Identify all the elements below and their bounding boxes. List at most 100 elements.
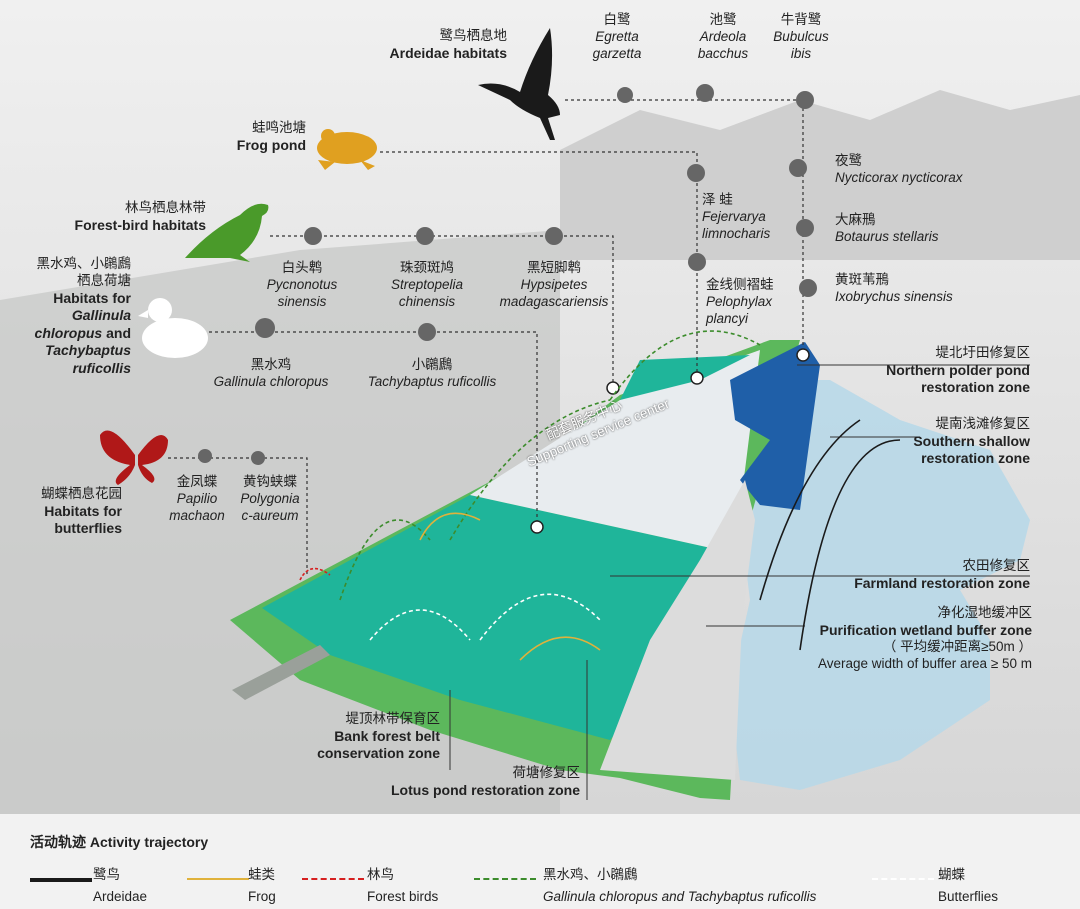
trajectory-gallinula-1	[339, 519, 431, 601]
southern-cn: 堤南浅滩修复区	[935, 416, 1031, 431]
species-polygonia: 黄钩蛱蝶 Polygonia c-aureum	[240, 474, 299, 525]
frog-pond	[620, 355, 750, 400]
fejervarya-l1: Fejervarya	[702, 208, 766, 224]
bubulcus-l1: Bubulcus	[773, 28, 829, 44]
ardeola-cn: 池鹭	[709, 12, 737, 27]
farmland-en1: Farmland restoration zone	[854, 574, 1030, 591]
legend-item-cn: 蛙类	[248, 867, 275, 882]
southern-en1: Southern shallow	[913, 432, 1030, 449]
zone-southern: 堤南浅滩修复区 Southern shallow restoration zon…	[913, 416, 1030, 468]
site-map	[0, 0, 1080, 814]
nycticorax-cn: 夜鹭	[835, 153, 862, 168]
lotus-cn: 荷塘修复区	[512, 765, 581, 780]
bank-cn: 堤顶林带保育区	[345, 711, 441, 726]
egretta-l1: Egretta	[595, 28, 639, 44]
species-botaurus: 大麻鳽 Botaurus stellaris	[835, 212, 939, 246]
legend-item-cn: 林鸟	[367, 867, 394, 882]
species-hypsipetes: 黑短脚鹎 Hypsipetes madagascariensis	[500, 260, 609, 311]
night-heron-icon	[789, 159, 807, 177]
legend-item-en: Gallinula chloropus and Tachybaptus rufi…	[543, 888, 817, 904]
zone-farmland: 农田修复区 Farmland restoration zone	[854, 558, 1030, 592]
cattle-egret-icon	[796, 91, 814, 109]
hypsipetes-cn: 黑短脚鹎	[527, 260, 581, 275]
hypsipetes-l2: madagascariensis	[499, 293, 609, 309]
pycnonotus-cn: 白头鹎	[281, 260, 323, 275]
marker-ardeidae	[796, 348, 810, 362]
pond-frog-icon	[688, 253, 706, 271]
egret-icon	[617, 87, 633, 103]
zone-bank: 堤顶林带保育区 Bank forest belt conservation zo…	[317, 711, 440, 763]
pelophylax-l2: plancyi	[706, 310, 749, 326]
leader-gallinula	[197, 331, 538, 525]
species-gallinula: 黑水鸡 Gallinula chloropus	[214, 357, 329, 391]
grebe-icon	[418, 323, 436, 341]
trajectory-frog-2	[519, 636, 601, 661]
label-ardeidae-habitat: 鹭鸟栖息地 Ardeidae habitats	[390, 28, 507, 62]
legend-item-en: Butterflies	[938, 888, 999, 904]
legend-title: 活动轨迹 Activity trajectory	[30, 834, 209, 850]
trajectory-gallinula-2	[449, 399, 611, 541]
species-bubulcus: 牛背鹭 Bubulcus ibis	[773, 12, 829, 63]
label-butterfly-habitat: 蝴蝶栖息花园 Habitats for butterflies	[41, 486, 122, 538]
bank-en1: Bank forest belt	[334, 727, 440, 744]
gallinula-en5: Tachybaptus	[45, 342, 131, 359]
northern-polder	[730, 342, 820, 510]
egretta-cn: 白鹭	[603, 12, 631, 27]
species-papilio: 金凤蝶 Papilio machaon	[169, 474, 225, 525]
zone-lotus: 荷塘修复区 Lotus pond restoration zone	[391, 765, 580, 799]
papilio-cn: 金凤蝶	[176, 474, 218, 489]
ardeola-l2: bacchus	[697, 45, 749, 61]
swallowtail-icon	[198, 449, 212, 463]
gallinula-c-cn: 黑水鸡	[250, 357, 292, 372]
label-forest-bird-habitat: 林鸟栖息林带 Forest-bird habitats	[75, 200, 206, 234]
ardeola-l1: Ardeola	[699, 28, 747, 44]
frog-cn: 蛙鸣池塘	[252, 120, 306, 135]
legend-item-4: 黑水鸡、小鸊鷉 Gallinula chloropus and Tachybapt…	[543, 864, 816, 907]
legend-swatch-5	[872, 878, 934, 880]
bubulcus-l2: ibis	[790, 45, 812, 61]
pond-heron-icon	[696, 84, 714, 102]
frog-icon	[317, 129, 377, 170]
species-streptopelia: 珠颈斑鸠 Streptopelia chinensis	[391, 260, 463, 311]
gallinula-en4: and	[106, 324, 131, 341]
butterfly-en1: Habitats for	[44, 502, 122, 519]
duck-icon	[138, 298, 208, 358]
bank-en2: conservation zone	[317, 745, 440, 762]
species-ardeola: 池鹭 Ardeola bacchus	[698, 12, 748, 63]
tachybaptus-l1: Tachybaptus ruficollis	[367, 373, 497, 389]
botaurus-l1: Botaurus stellaris	[835, 228, 939, 244]
legend-swatch-1	[30, 878, 92, 882]
legend-item-en: Ardeidae	[93, 888, 148, 904]
gallinula-cn2: 栖息荷塘	[77, 272, 131, 288]
marker-forest-bird	[606, 381, 620, 395]
polygonia-l1: Polygonia	[240, 490, 300, 506]
papilio-l1: Papilio	[176, 490, 218, 506]
trajectory-ardeidae-1	[759, 419, 861, 601]
zone-northern: 堤北圩田修复区 Northern polder pond restoration…	[886, 345, 1030, 397]
legend-swatch-4	[474, 878, 536, 880]
fejervarya-l2: limnocharis	[702, 225, 771, 241]
gallinula-en1: Habitats for	[53, 289, 131, 306]
gallinula-c-l1: Gallinula chloropus	[213, 373, 329, 389]
trajectory-frog-1	[419, 512, 481, 541]
black-bulbul-icon	[545, 227, 563, 245]
heron-icon	[478, 28, 560, 140]
species-nycticorax: 夜鹭 Nycticorax nycticorax	[835, 153, 963, 187]
leader-ardeidae	[565, 99, 804, 345]
southern-en2: restoration zone	[921, 450, 1030, 467]
papilio-l2: machaon	[169, 507, 225, 523]
nycticorax-l1: Nycticorax nycticorax	[835, 169, 963, 185]
lotus-pond	[262, 495, 720, 740]
botaurus-cn: 大麻鳽	[835, 212, 876, 227]
bubulcus-cn: 牛背鹭	[780, 12, 822, 27]
marker-gallinula	[530, 520, 544, 534]
streptopelia-cn: 珠颈斑鸠	[400, 260, 454, 275]
legend-item-cn: 黑水鸡、小鸊鷉	[543, 867, 638, 882]
species-pelophylax: 金线侧褶蛙 Pelophylax plancyi	[706, 277, 774, 328]
gallinula-en3: chloropus	[34, 324, 103, 341]
